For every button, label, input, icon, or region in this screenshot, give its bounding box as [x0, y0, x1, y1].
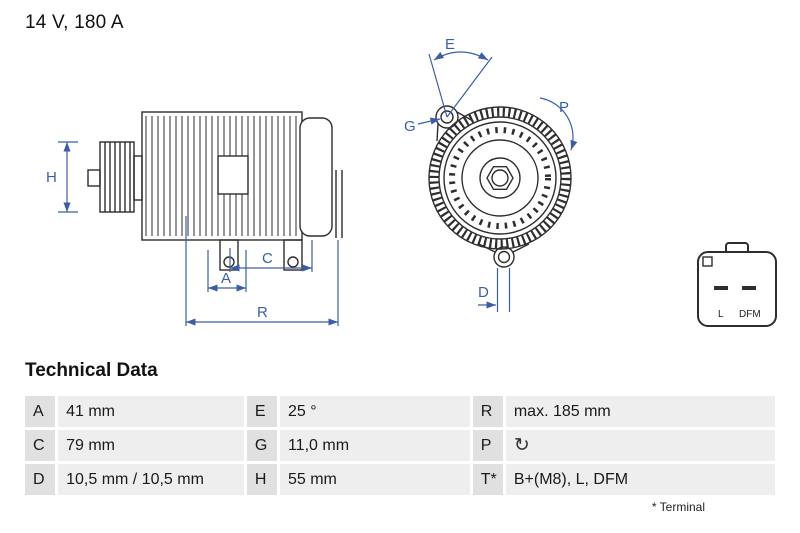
pin-L	[714, 286, 728, 290]
spec-label: H	[246, 464, 277, 495]
spec-label: D	[25, 464, 56, 495]
pin-label-DFM: DFM	[739, 309, 761, 320]
spec-value: 25 °	[279, 396, 470, 427]
mounting-legs	[219, 239, 303, 271]
spec-label: R	[472, 396, 503, 427]
technical-data-title: Technical Data	[25, 360, 158, 381]
spec-value: B+(M8), L, DFM	[505, 464, 775, 495]
spec-label: P	[472, 430, 503, 461]
spec-label: A	[25, 396, 56, 427]
pulley	[99, 141, 135, 213]
dim-D	[478, 268, 511, 312]
spec-value: ↻	[505, 430, 775, 461]
top-mounting-ear	[435, 105, 474, 142]
spec-label: T*	[472, 464, 503, 495]
dim-label-H: H	[46, 169, 57, 186]
dim-label-P: P	[559, 99, 569, 116]
dim-G	[417, 117, 441, 125]
table-row: A 41 mm E 25 ° R max. 185 mm	[25, 396, 775, 427]
alternator-side-view	[87, 111, 343, 271]
dim-H	[58, 141, 78, 213]
alternator-front-view	[428, 105, 572, 268]
dim-label-E: E	[445, 36, 455, 53]
spec-value: 55 mm	[279, 464, 470, 495]
connector-notch	[702, 256, 713, 267]
shaft-nut	[486, 165, 514, 191]
dim-P	[539, 97, 578, 151]
rotation-direction-icon: ↻	[513, 434, 530, 456]
connector-diagram	[697, 242, 777, 327]
ribbed-ring	[429, 107, 571, 249]
table-row: D 10,5 mm / 10,5 mm H 55 mm T* B+(M8), L…	[25, 464, 775, 495]
dim-label-D: D	[478, 284, 489, 301]
technical-drawing: H A C R	[46, 36, 777, 327]
dim-R	[185, 216, 339, 326]
bottom-mounting-lug	[478, 243, 530, 268]
spec-value: 41 mm	[58, 396, 244, 427]
rating-text: 14 V, 180 A	[25, 12, 124, 33]
spec-value: 10,5 mm / 10,5 mm	[58, 464, 244, 495]
spec-value: 79 mm	[58, 430, 244, 461]
spec-label: C	[25, 430, 56, 461]
terminal-block	[217, 155, 249, 195]
connector-body	[697, 251, 777, 327]
technical-data-table: A 41 mm E 25 ° R max. 185 mm C 79 mm G 1…	[22, 393, 778, 498]
dim-label-C: C	[262, 250, 273, 267]
dim-label-R: R	[257, 304, 268, 321]
spec-label: G	[246, 430, 277, 461]
pulley-spacer	[133, 155, 143, 201]
rear-stud	[335, 170, 343, 238]
dim-E	[428, 51, 493, 118]
rear-cap	[299, 117, 333, 237]
vent-ring	[449, 127, 551, 229]
spec-label: E	[246, 396, 277, 427]
spec-value: 11,0 mm	[279, 430, 470, 461]
table-row: C 79 mm G 11,0 mm P ↻	[25, 430, 775, 461]
pin-DFM	[742, 286, 756, 290]
spec-value: max. 185 mm	[505, 396, 775, 427]
dim-label-G: G	[404, 118, 416, 135]
shaft-stub	[87, 169, 101, 187]
dim-C	[229, 240, 313, 272]
pin-label-L: L	[718, 309, 724, 320]
dim-label-A: A	[221, 270, 231, 287]
terminal-footnote: * Terminal	[651, 500, 705, 514]
